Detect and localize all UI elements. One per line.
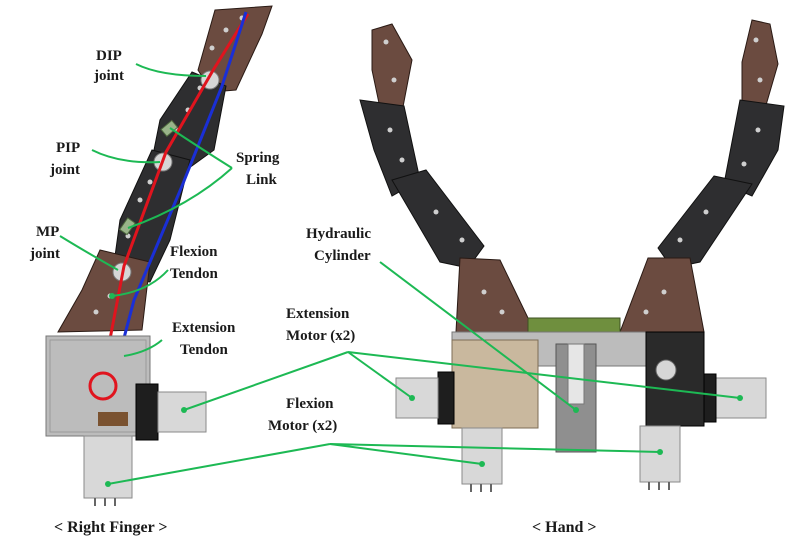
leader-flexion-tendon: [111, 269, 169, 297]
caption-hand: < Hand >: [532, 519, 596, 536]
caption-right-finger: < Right Finger >: [54, 519, 168, 536]
hand-right-middle-link: [723, 99, 785, 197]
hand: [359, 19, 785, 492]
labels: DIP joint PIP joint MP joint Spring Link…: [29, 48, 596, 536]
label-mp-line2: joint: [29, 246, 60, 262]
label-ext-motor-line1: Extension: [286, 306, 350, 322]
spring-link-lower: [119, 217, 136, 236]
right-finger: [45, 5, 273, 506]
leader-spring-lower: [127, 167, 233, 229]
label-flexion-tendon-line1: Flexion: [170, 244, 218, 260]
finger-gear: [98, 412, 128, 426]
leader-mp: [59, 235, 119, 271]
label-hydraulic-line2: Cylinder: [314, 248, 371, 264]
finger-extension-motor-cap: [135, 383, 159, 441]
label-flexion-tendon-line2: Tendon: [170, 266, 218, 282]
label-mp-line1: MP: [36, 224, 59, 240]
leader-ext-motor-finger: [183, 351, 349, 411]
label-spring-line2: Link: [246, 172, 278, 188]
label-flex-motor-line2: Motor (x2): [268, 418, 337, 434]
flexion-spool: [88, 371, 118, 401]
hand-left-tip-link: [371, 23, 413, 113]
leader-dip: [135, 63, 207, 77]
leader-ext-motor-hand-left: [347, 351, 413, 399]
hand-right-proximal-link: [657, 175, 753, 269]
hand-left-proximal-link: [391, 169, 485, 269]
label-dip-line2: joint: [93, 68, 124, 84]
hand-right-base-link: [619, 257, 705, 333]
label-dip-line1: DIP: [96, 48, 122, 64]
label-flex-motor-line1: Flexion: [286, 396, 334, 412]
hand-base-plate: [527, 317, 621, 333]
leader-lines: [59, 63, 743, 487]
label-spring-line1: Spring: [236, 150, 280, 166]
hand-right-motor-block: [645, 331, 705, 427]
hand-left-extension-motor-cap: [437, 371, 455, 425]
label-pip-line2: joint: [49, 162, 80, 178]
hand-left-motor-block: [451, 339, 539, 429]
leader-pip: [91, 149, 161, 164]
label-hydraulic-line1: Hydraulic: [306, 226, 371, 242]
label-ext-motor-line2: Motor (x2): [286, 328, 355, 344]
leader-flex-motor-hand-right: [329, 443, 661, 453]
hand-right-tip-link: [741, 19, 779, 113]
finger-flexion-motor: [83, 435, 133, 499]
label-extension-tendon-line2: Tendon: [180, 342, 228, 358]
leader-ext-motor-hand-right: [347, 351, 741, 399]
label-extension-tendon-line1: Extension: [172, 320, 236, 336]
hydraulic-cylinder-rod: [567, 343, 585, 405]
hand-left-flexion-motor: [461, 427, 503, 485]
label-pip-line1: PIP: [56, 140, 80, 156]
leader-flex-motor-hand-left: [329, 443, 483, 465]
leader-hydraulic: [379, 261, 577, 411]
hand-left-base-link: [455, 257, 529, 333]
leader-spring-upper: [169, 127, 233, 169]
hand-holes: [383, 37, 763, 315]
hand-left-extension-motor: [395, 377, 439, 419]
leader-flex-motor-finger: [107, 443, 331, 485]
spring-link-upper: [160, 119, 179, 138]
leader-extension-tendon: [123, 339, 163, 357]
